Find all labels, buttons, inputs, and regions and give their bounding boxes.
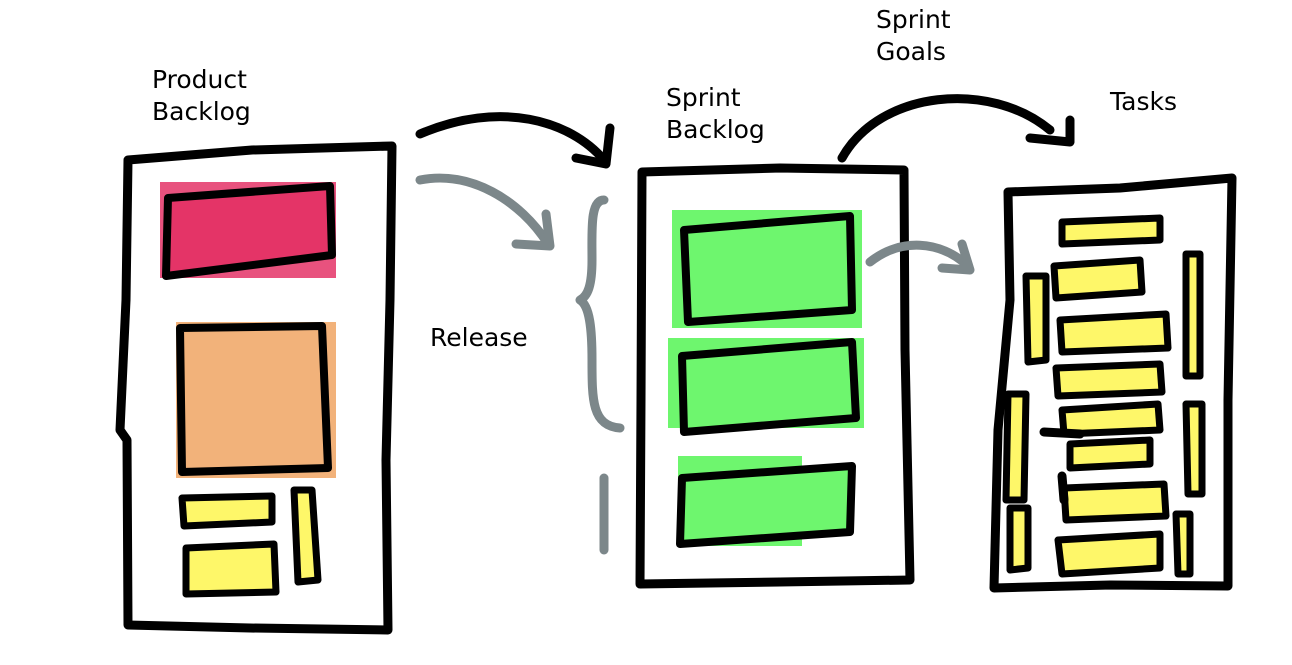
release-pointer-arrow <box>415 173 553 249</box>
product-backlog-label-line2: Backlog <box>152 97 251 126</box>
task-note-5 <box>1058 400 1164 438</box>
task-note-v1 <box>1022 272 1050 366</box>
sprint-goals-arrow <box>837 94 1055 163</box>
tasks-label: Tasks <box>1109 87 1177 116</box>
goals-to-tasks-arrow <box>865 240 973 271</box>
product-backlog-column <box>115 141 397 635</box>
task-note-4 <box>1052 360 1166 400</box>
sprint-backlog-board <box>635 163 915 589</box>
small-task-note-2 <box>182 540 280 598</box>
goals-to-tasks-arrow-head <box>937 239 975 275</box>
sprint-backlog-label-line2: Backlog <box>666 115 765 144</box>
connectors <box>415 94 1075 555</box>
release-arrow <box>415 112 609 165</box>
sprint-goal-card-1 <box>680 212 856 326</box>
task-scribble-2 <box>1057 471 1069 505</box>
task-note-3 <box>1056 310 1172 356</box>
sprint-goals-arrow-head <box>1025 115 1075 147</box>
sprint-goal-card-3 <box>676 462 856 548</box>
sprint-goal-card-2 <box>678 338 860 436</box>
task-note-6 <box>1066 436 1154 472</box>
release-brace <box>575 195 625 433</box>
tasks-board <box>989 173 1237 593</box>
sprint-goals-label-line2: Goals <box>876 37 946 66</box>
task-scribble-1 <box>1039 427 1085 439</box>
sprint-backlog-column <box>635 163 915 589</box>
task-note-1 <box>1058 214 1164 248</box>
task-note-v4 <box>1182 250 1204 380</box>
task-note-v2 <box>1002 390 1030 504</box>
product-backlog-label-line1: Product <box>152 65 247 94</box>
sprint-backlog-label-line1: Sprint <box>666 83 741 112</box>
story-card <box>176 322 332 476</box>
sprint-goals-label-line1: Sprint <box>876 5 951 34</box>
release-pointer-arrow-head <box>511 209 555 251</box>
labels: Product Backlog Release Sprint Backlog S… <box>152 5 1177 352</box>
tasks-column <box>989 173 1237 593</box>
task-note-v3 <box>1006 504 1032 574</box>
release-arrow-head <box>571 123 615 169</box>
task-note-2 <box>1050 256 1146 302</box>
task-note-v5 <box>1182 400 1206 498</box>
product-backlog-board <box>115 141 397 635</box>
task-note-8 <box>1054 530 1164 578</box>
epic-card <box>162 182 336 280</box>
small-task-note-3 <box>290 486 322 586</box>
task-note-7 <box>1060 480 1170 524</box>
small-task-note-1 <box>178 492 276 530</box>
release-label: Release <box>430 323 528 352</box>
task-note-v6 <box>1172 510 1194 578</box>
